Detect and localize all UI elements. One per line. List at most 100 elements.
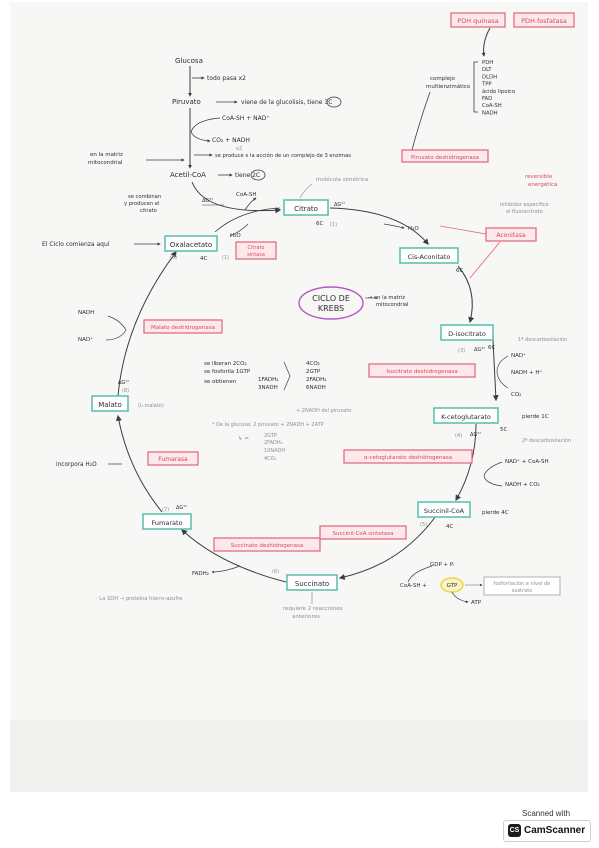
malato-box — [91, 395, 129, 412]
malato-num: (8) — [122, 388, 129, 394]
acetil-to-citrato-arrow — [191, 181, 282, 214]
succinato-label: Succinato — [295, 580, 329, 588]
coa-nad-hook — [190, 117, 221, 133]
citrato-sintasa-label-1: Citrato — [248, 245, 265, 251]
paper-shadow — [10, 720, 588, 792]
citrato-label: Citrato — [294, 205, 318, 213]
coenzyme-item: CoA-SH — [482, 103, 502, 109]
h2o-aconitato: H₂O — [408, 226, 419, 232]
aconitasa-link-2 — [469, 241, 501, 279]
cis-aconitato-box — [399, 247, 459, 264]
pdh-fosfatasa-box — [513, 12, 575, 28]
pierde-1c: pierde 1C — [522, 414, 549, 420]
piruvato-dh-box — [401, 149, 489, 163]
cisaconitato-6c: 6C — [456, 268, 463, 274]
h2o-citrato-hook — [229, 223, 249, 237]
h2o-aconitato-hook — [383, 223, 405, 229]
succinil-4c: 4C — [446, 524, 453, 530]
coa-release-arrow — [244, 197, 257, 211]
de-glucosa-arrow: ↳ = — [238, 435, 249, 442]
citrato-num: (1) — [330, 222, 337, 228]
fosforilacion-1: fosforilación a nivel de — [494, 580, 551, 587]
de-glucosa-r1: 2GTP — [264, 433, 277, 439]
malato-dh-label: Malato deshidrogenasa — [151, 325, 215, 331]
k-cetoglutarato-label: K-cetoglutarato — [441, 413, 491, 421]
succinato-dh-label: Succinato deshidrogenasa — [231, 543, 303, 549]
cycle-arc-succinil-succinato — [338, 515, 437, 580]
citrato-sintasa-num: (1) — [222, 255, 229, 261]
isocitrato-num: (3) — [458, 348, 465, 354]
oxalacetato-to-citrato-arrow — [214, 207, 281, 233]
complejo-label-2: multienzimático — [426, 83, 471, 90]
fadh2-label: FADH₂ — [192, 571, 209, 577]
summary-3: se obtienen — [204, 379, 237, 385]
cetoglutarato-num: (4) — [455, 433, 462, 439]
coenzyme-item: NADH — [482, 110, 498, 116]
inhibidor-1: inhibidor específico — [500, 201, 549, 208]
piruvato-label: Piruvato — [172, 98, 201, 106]
summary-r1: 4CO₂ — [306, 361, 320, 367]
succinato-dh-box — [213, 537, 321, 552]
acetil-coa-label: Acetil-CoA — [170, 171, 206, 179]
isocitrato-dh-label: Isocitrato deshidrogenasa — [386, 369, 457, 375]
nadh-malato: NADH — [78, 310, 94, 316]
aconitasa-box — [485, 227, 537, 242]
succinil-num: (5) — [420, 522, 427, 528]
coash-gtp: CoA-SH + — [400, 583, 427, 589]
isocitrato-dh-box — [368, 363, 476, 378]
coenzyme-item: FAD — [482, 96, 492, 102]
summary-2: se fosforila 1GTP — [204, 369, 251, 375]
inhibidor-2: el fluorocitrato — [506, 209, 543, 215]
fadh2-hook — [211, 565, 241, 574]
de-glucosa-r4: 4CO₂ — [264, 456, 277, 462]
camscanner-watermark: Scanned with CS CamScanner — [503, 809, 591, 843]
de-glucosa-r3: 10NADH — [264, 448, 285, 454]
coenzyme-item: PDH — [482, 60, 493, 66]
acetil-note: tiene 2C — [235, 172, 260, 179]
piruvato-dh-label: Piruvato deshidrogenasa — [411, 155, 479, 161]
succinato-box — [286, 574, 338, 591]
summary-r4: 6NADH — [306, 385, 326, 391]
molecula-simetrica-line — [299, 183, 313, 199]
camscanner-brand: CamScanner — [524, 825, 586, 836]
isocitrato-6c: 6C — [488, 345, 495, 351]
fumarasa-label: Fumarasa — [158, 456, 188, 463]
coenzyme-item: DLDH — [482, 74, 497, 80]
se-combinan-2: y producen el — [124, 201, 159, 207]
nadh-co2: NADH + CO₂ — [505, 482, 540, 488]
todo-x2-label: todo pasa x2 — [207, 75, 246, 82]
nadh-isocitrato: NADH + H⁺ — [511, 369, 542, 376]
descarboxilacion-1: 1ª descarboxilación — [518, 336, 567, 343]
reversible-1: reversible — [525, 174, 553, 180]
cycle-arc-citrato-cisaconitato — [329, 207, 429, 245]
pierde-4c: pierde 4C — [482, 510, 509, 516]
summary-brace — [283, 361, 291, 391]
complejo-brace — [473, 61, 478, 113]
succinil-coa-label: Succinil-CoA — [424, 507, 465, 515]
fumarasa-box — [147, 451, 199, 466]
complejo-label-1: complejo — [430, 76, 456, 82]
a-cetoglutarato-dh-box — [343, 449, 473, 464]
nad-isocitrato-hook — [496, 355, 509, 389]
descarboxilacion-2: 2ª descarboxilación — [522, 437, 571, 444]
fumarato-box — [142, 513, 192, 530]
reversible-2: energética — [528, 181, 557, 188]
malato-dh-box — [143, 319, 223, 334]
gdp-pi: GDP + Pᵢ — [430, 562, 454, 568]
malato-note: (L-malato) — [138, 403, 164, 409]
summary-1: se liberan 2CO₂ — [204, 361, 247, 367]
pdh-quinasa-label: PDH quinasa — [457, 17, 498, 25]
oxalacetato-label: Oxalacetato — [170, 241, 212, 249]
atp-label: ATP — [471, 600, 482, 606]
de-glucosa-r2: 2FADH₂ — [264, 440, 283, 446]
camscanner-logo-icon: CS — [508, 824, 521, 837]
isocitrato-delta-g: ΔG°' — [474, 347, 485, 353]
produce-label: se produce x la acción de un complejo de… — [215, 152, 351, 159]
two-c-circle — [250, 169, 266, 181]
pdh-regulation-arrow — [481, 27, 491, 57]
coa-nad-label: CoA-SH + NAD⁺ — [222, 115, 270, 122]
fumarato-delta-g: ΔG°' — [176, 505, 187, 511]
coenzyme-item: TPP — [481, 82, 492, 88]
matriz-label-1: en la matriz — [90, 152, 123, 158]
